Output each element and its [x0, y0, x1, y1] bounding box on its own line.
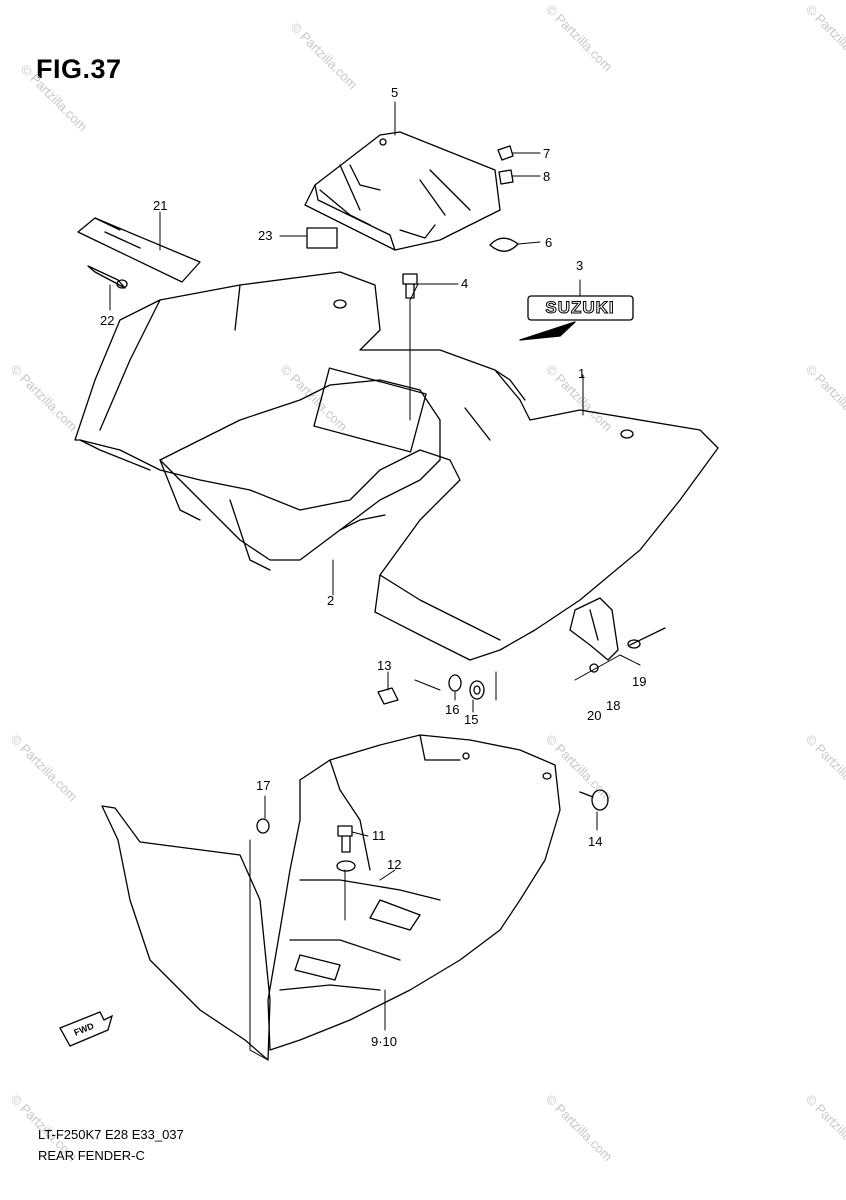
watermark-text: © Partzilla.com [543, 2, 616, 75]
callout-9-10: 9·10 [371, 1034, 397, 1049]
callout-6: 6 [545, 235, 552, 250]
part-12-washer [336, 860, 356, 872]
leader-lines [109, 101, 641, 1061]
part-19-screw [627, 627, 666, 649]
part-23-cushion [306, 227, 338, 249]
part-1-rear-fender [74, 271, 719, 661]
callout-17: 17 [256, 778, 270, 793]
part-3-emblem [519, 295, 634, 341]
callout-7: 7 [543, 146, 550, 161]
callout-20: 20 [587, 708, 601, 723]
callout-16: 16 [445, 702, 459, 717]
part-21-pad [77, 217, 201, 283]
callout-1: 1 [578, 366, 585, 381]
part-9-10-footrest [101, 734, 561, 1061]
figure-code: LT-F250K7 E28 E33_037 [38, 1127, 184, 1142]
part-8-nut [498, 169, 514, 185]
part-18-bracket [569, 597, 619, 661]
callout-13: 13 [377, 658, 391, 673]
part-22-collar [87, 265, 128, 289]
watermark-text: © Partzilla.com [543, 1092, 616, 1165]
figure-name: REAR FENDER-C [38, 1148, 145, 1163]
part-4-bolt [402, 273, 418, 299]
callout-21: 21 [153, 198, 167, 213]
watermark-text: © Partzilla.com [543, 732, 616, 805]
callout-18: 18 [606, 698, 620, 713]
watermarks: © Partzilla.com © Partzilla.com © Partzi… [8, 2, 846, 1165]
fwd-arrow-icon: FWD [59, 1011, 114, 1047]
part-14-clip [579, 789, 609, 811]
callout-5: 5 [391, 85, 398, 100]
callout-11: 11 [372, 828, 386, 843]
callout-19: 19 [632, 674, 646, 689]
callout-4: 4 [461, 276, 468, 291]
part-13-grommet [377, 687, 399, 705]
part-5-cover [304, 131, 501, 251]
part-20-nut [589, 663, 599, 673]
callout-2: 2 [327, 593, 334, 608]
callout-15: 15 [464, 712, 478, 727]
part-16-washer [448, 674, 462, 692]
watermark-text: © Partzilla.com [803, 1092, 846, 1165]
callout-8: 8 [543, 169, 550, 184]
fwd-label: FWD [72, 1021, 95, 1038]
part-15-washer [469, 680, 485, 700]
part-6-cap [489, 237, 519, 252]
watermark-text: © Partzilla.com [18, 62, 91, 135]
watermark-text: © Partzilla.com [8, 732, 81, 805]
part-17-nut [256, 818, 270, 834]
watermark-text: © Partzilla.com [803, 732, 846, 805]
callout-22: 22 [100, 313, 114, 328]
watermark-text: © Partzilla.com [803, 2, 846, 75]
figure-title: FIG.37 [36, 54, 122, 84]
watermark-text: © Partzilla.com [288, 20, 361, 93]
callout-14: 14 [588, 834, 602, 849]
callout-23: 23 [258, 228, 272, 243]
callout-3: 3 [576, 258, 583, 273]
part-11-bolt [337, 825, 353, 853]
part-2-inner-fender [159, 367, 441, 571]
watermark-text: © Partzilla.com [8, 362, 81, 435]
callout-labels: 5 7 8 6 21 23 4 3 22 1 2 13 19 16 15 20 … [100, 85, 646, 1049]
emblem-text: SUZUKI [545, 298, 614, 317]
callout-12: 12 [387, 857, 401, 872]
part-7-clip [497, 145, 514, 161]
watermark-text: © Partzilla.com [803, 362, 846, 435]
